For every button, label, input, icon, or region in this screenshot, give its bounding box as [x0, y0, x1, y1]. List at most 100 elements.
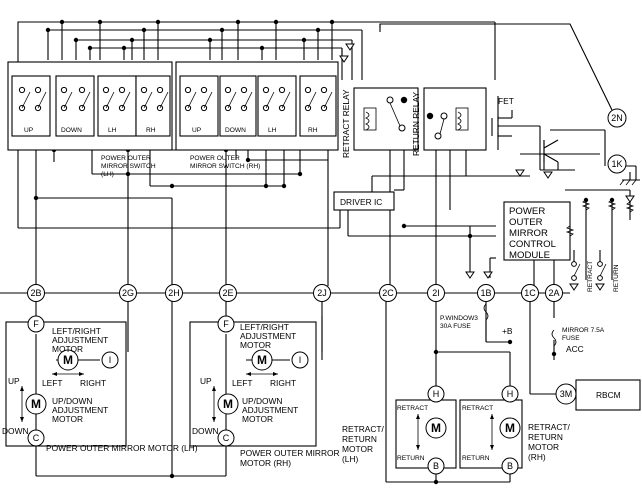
motor-lh-label: POWER OUTER MIRROR MOTOR (LH) [46, 443, 198, 453]
motor-rh-ud-motor-symbol: M [223, 397, 233, 411]
rbcm-label: RBCM [596, 390, 621, 400]
motor-lh-down-label: DOWN [2, 426, 29, 436]
retract-lh-label-4: (LH) [342, 454, 358, 464]
connector-1b: 1B [477, 284, 495, 302]
connector-2c: 2C [379, 284, 397, 302]
power-outer-mirror-motor-rh: F I C M M LEFT/RIGHT ADJUSTMENT MOTOR LE… [189, 315, 340, 468]
motor-lh-right-label: RIGHT [80, 378, 106, 388]
connector-2n: 2N [607, 108, 627, 128]
module-retract-switch-label: RETRACT [587, 261, 594, 292]
connector-2b-label: 2B [30, 288, 41, 298]
motor-rh-lr-label-1: LEFT/RIGHT [240, 322, 289, 332]
power-outer-mirror-control-module: POWER OUTER MIRROR CONTROL MODULE [503, 201, 571, 261]
transistor-symbol [543, 139, 559, 170]
connector-1k: 1K [607, 154, 627, 174]
motor-rh-terminal-f: F [223, 319, 229, 329]
motor-lh-terminal-f: F [33, 319, 39, 329]
motor-rh-ud-label-2: ADJUSTMENT [242, 405, 298, 415]
power-outer-mirror-switch-rh: UP DOWN LH RH POWER OUTER MIRROR SWITCH … [175, 61, 339, 170]
acc-label: ACC [566, 344, 584, 354]
retract-rh-label-2: RETURN [528, 432, 563, 442]
motor-lh-ud-motor-symbol: M [31, 397, 41, 411]
switch-lh-up-label: UP [24, 127, 34, 134]
connector-2e: 2E [219, 284, 237, 302]
motor-lh-ud-label-3: MOTOR [52, 414, 83, 424]
module-label-4: CONTROL [509, 239, 557, 250]
motor-rh-down-label: DOWN [192, 426, 219, 436]
retract-lh-retract-label: RETRACT [397, 405, 428, 412]
connector-2i-label: 2I [432, 288, 440, 298]
driver-ic: DRIVER IC [333, 191, 395, 211]
module-return-switch-label: RETURN [613, 264, 620, 292]
motor-rh-right-label: RIGHT [270, 378, 296, 388]
fet-label: FET [498, 96, 514, 106]
retract-rh-label-4: (RH) [528, 452, 546, 462]
retract-lh-label-1: RETRACT/ [342, 424, 385, 434]
retract-return-motor-rh: H B M RETRACT RETURN RETRACT/ RETURN MOT… [459, 385, 571, 475]
switch-rh-label-2: MIRROR SWITCH (RH) [190, 163, 260, 170]
switch-rh-down-label: DOWN [225, 127, 246, 134]
mirror-fuse-label-2: FUSE [562, 335, 580, 342]
connector-2h-label: 2H [168, 288, 180, 298]
return-relay: RETURN RELAY [411, 87, 487, 156]
connector-2a-label: 2A [548, 288, 559, 298]
mirror-fuse: MIRROR 7.5A FUSE ACC [551, 327, 605, 357]
switch-rh-rh-label: RH [308, 127, 318, 134]
ground-symbols [339, 43, 635, 279]
switch-lh-label-2: MIRROR SWITCH [101, 163, 156, 170]
retract-lh-terminal-b: B [433, 461, 439, 471]
motor-lh-lr-label-2: ADJUSTMENT [52, 335, 108, 345]
rbcm-connector-label: 3M [560, 389, 573, 399]
mirror-fuse-label-1: MIRROR 7.5A [562, 327, 605, 334]
pwindow-fuse: P.WINDOW3 30A FUSE +B [440, 303, 513, 345]
motor-rh-lr-label-3: MOTOR [240, 340, 271, 350]
motor-lh-lr-label-1: LEFT/RIGHT [52, 326, 101, 336]
motor-lh-terminal-c: C [33, 433, 40, 443]
module-label-2: OUTER [509, 217, 543, 228]
connector-2i: 2I [427, 284, 445, 302]
motor-rh-terminal-c: C [223, 433, 230, 443]
motor-lh-lr-label-3: MOTOR [52, 344, 83, 354]
motor-lh-lr-motor-symbol: M [63, 353, 73, 367]
connector-1b-label: 1B [480, 288, 491, 298]
motor-rh-ud-label-3: MOTOR [242, 414, 273, 424]
motor-lh-up-label: UP [8, 376, 20, 386]
motor-rh-label-2: MOTOR (RH) [240, 458, 291, 468]
motor-rh-ud-label-1: UP/DOWN [242, 396, 282, 406]
retract-lh-terminal-h: H [433, 389, 440, 399]
retract-relay-label: RETRACT RELAY [341, 89, 351, 158]
retract-rh-terminal-h: H [507, 389, 514, 399]
motor-lh-ud-label-2: ADJUSTMENT [52, 405, 108, 415]
module-retract-return-switches: RETRACT RETURN [569, 261, 620, 292]
switch-rh-up-label: UP [192, 127, 202, 134]
connector-2j: 2J [313, 284, 331, 302]
switch-rh-label-1: POWER OUTER [190, 155, 240, 162]
retract-lh-label-2: RETURN [342, 434, 377, 444]
connector-2a: 2A [545, 284, 563, 302]
wiring [0, 21, 640, 483]
return-relay-label: RETURN RELAY [411, 92, 421, 156]
motor-rh-up-label: UP [200, 376, 212, 386]
plus-b-label: +B [502, 326, 513, 336]
switch-lh-rh-label: RH [146, 127, 156, 134]
motor-lh-terminal-i: I [109, 355, 112, 365]
motor-lh-ud-label-1: UP/DOWN [52, 396, 92, 406]
motor-rh-label-1: POWER OUTER MIRROR [240, 448, 340, 458]
module-label-5: MODULE [509, 250, 550, 261]
connector-2h: 2H [165, 284, 183, 302]
connector-2g-label: 2G [122, 288, 134, 298]
retract-lh-label-3: MOTOR [342, 444, 373, 454]
motor-rh-terminal-i: I [299, 355, 302, 365]
retract-rh-retract-label: RETRACT [462, 405, 493, 412]
retract-rh-return-label: RETURN [462, 455, 490, 462]
connector-2g: 2G [119, 284, 137, 302]
rbcm: 3M RBCM [555, 379, 641, 411]
motor-rh-lr-label-2: ADJUSTMENT [240, 331, 296, 341]
connector-1c-label: 1C [524, 288, 536, 298]
retract-rh-motor-symbol: M [505, 421, 515, 435]
power-outer-mirror-motor-lh: F I C M M LEFT/RIGHT ADJUSTMENT MOTOR LE… [2, 315, 198, 453]
connector-2j-label: 2J [317, 288, 327, 298]
connector-2b: 2B [27, 284, 45, 302]
connector-2e-label: 2E [222, 288, 233, 298]
